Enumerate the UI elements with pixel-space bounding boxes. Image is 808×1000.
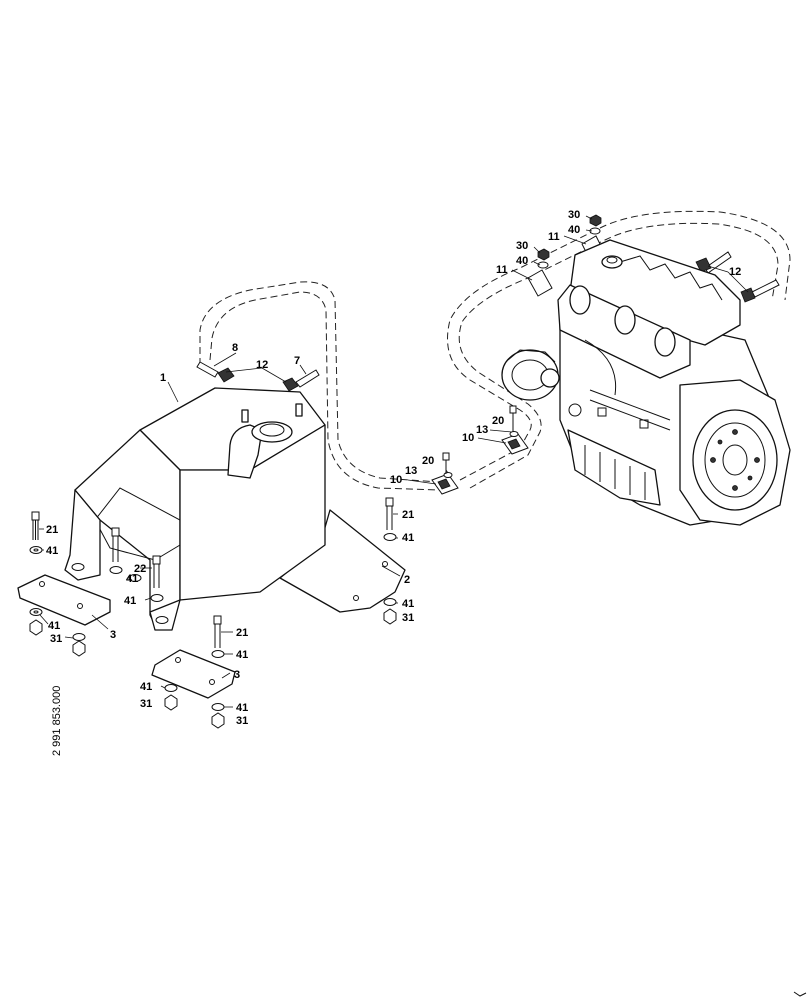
callout-1: 1 <box>160 372 166 384</box>
clip-13-upper <box>509 431 519 437</box>
corner-mark <box>793 991 807 997</box>
leader-lines <box>39 215 749 708</box>
washer-41 <box>109 566 123 574</box>
callout-13: 13 <box>476 424 488 436</box>
callout-41: 41 <box>124 595 136 607</box>
washer-41 <box>128 574 142 582</box>
callout-7: 7 <box>294 355 300 367</box>
callout-41: 41 <box>402 532 414 544</box>
callout-8: 8 <box>232 342 238 354</box>
washer-41 <box>211 703 225 711</box>
drawing-code: 2 991 853.000 <box>51 686 63 756</box>
hose-fitting-8 <box>196 361 219 378</box>
callout-21: 21 <box>236 627 248 639</box>
hose-clamp-12 <box>217 367 235 383</box>
callout-22: 22 <box>134 563 146 575</box>
fuel-line-tank <box>199 281 441 491</box>
callout-11: 11 <box>548 231 560 243</box>
callout-20: 20 <box>492 415 504 427</box>
clip-10-upper <box>501 433 529 455</box>
hose-fitting-12-lower <box>740 279 780 303</box>
callout-40: 40 <box>516 255 528 267</box>
washer-41 <box>72 633 86 641</box>
bolt-21-mid <box>111 527 120 562</box>
callout-31: 31 <box>140 698 152 710</box>
engine <box>501 239 791 526</box>
bracket-front <box>151 649 236 699</box>
callout-40: 40 <box>568 224 580 236</box>
callout-41: 41 <box>236 649 248 661</box>
washer-41 <box>29 546 43 554</box>
callout-31: 31 <box>236 715 248 727</box>
callout-41: 41 <box>236 702 248 714</box>
fuel-line-engine <box>447 210 791 489</box>
callout-11: 11 <box>496 264 508 276</box>
nut-30-lower <box>537 248 550 261</box>
washer-41 <box>211 650 225 658</box>
bolt-21-left <box>31 511 40 540</box>
callout-41: 41 <box>48 620 60 632</box>
washer-41 <box>150 594 164 602</box>
callout-31: 31 <box>402 612 414 624</box>
callout-21: 21 <box>402 509 414 521</box>
nut-31 <box>383 608 397 625</box>
clip-11-lower <box>527 269 553 297</box>
washer-41 <box>383 598 397 606</box>
callout-10: 10 <box>390 474 402 486</box>
callout-labels: 1 2 3 3 7 8 12 12 10 10 13 13 20 20 11 1… <box>46 209 741 727</box>
callout-30: 30 <box>516 240 528 252</box>
washer-41 <box>29 608 43 616</box>
nut-31 <box>29 619 43 636</box>
callout-30: 30 <box>568 209 580 221</box>
callout-13: 13 <box>405 465 417 477</box>
callout-10: 10 <box>462 432 474 444</box>
nut-31 <box>164 694 178 711</box>
washer-41 <box>383 533 397 541</box>
bolt-20-lower <box>442 452 450 474</box>
callout-41: 41 <box>402 598 414 610</box>
callout-3: 3 <box>234 669 240 681</box>
washer-40-lower <box>537 261 549 269</box>
clip-13-lower <box>443 472 453 478</box>
callout-31: 31 <box>50 633 62 645</box>
nut-31 <box>72 640 86 657</box>
washer-41 <box>164 684 178 692</box>
hose-clamp-12 <box>282 377 299 392</box>
hose-fitting-12-upper <box>695 251 732 274</box>
nut-30-upper <box>589 214 602 227</box>
callout-20: 20 <box>422 455 434 467</box>
callout-12: 12 <box>729 266 741 278</box>
bolt-20-upper <box>509 405 517 432</box>
bracket-left <box>17 574 111 626</box>
fuel-tank <box>64 387 326 631</box>
bolt-21-right <box>385 497 394 530</box>
callout-41: 41 <box>46 545 58 557</box>
bolt-22 <box>152 555 161 588</box>
callout-3: 3 <box>110 629 116 641</box>
bolt-21-front <box>213 615 222 648</box>
callout-12: 12 <box>256 359 268 371</box>
clip-10-lower <box>431 473 459 495</box>
callout-2: 2 <box>404 574 410 586</box>
callout-41: 41 <box>126 573 138 585</box>
nut-31 <box>211 712 225 729</box>
callout-21: 21 <box>46 524 58 536</box>
callout-41: 41 <box>140 681 152 693</box>
hose-fitting-7 <box>295 369 320 388</box>
